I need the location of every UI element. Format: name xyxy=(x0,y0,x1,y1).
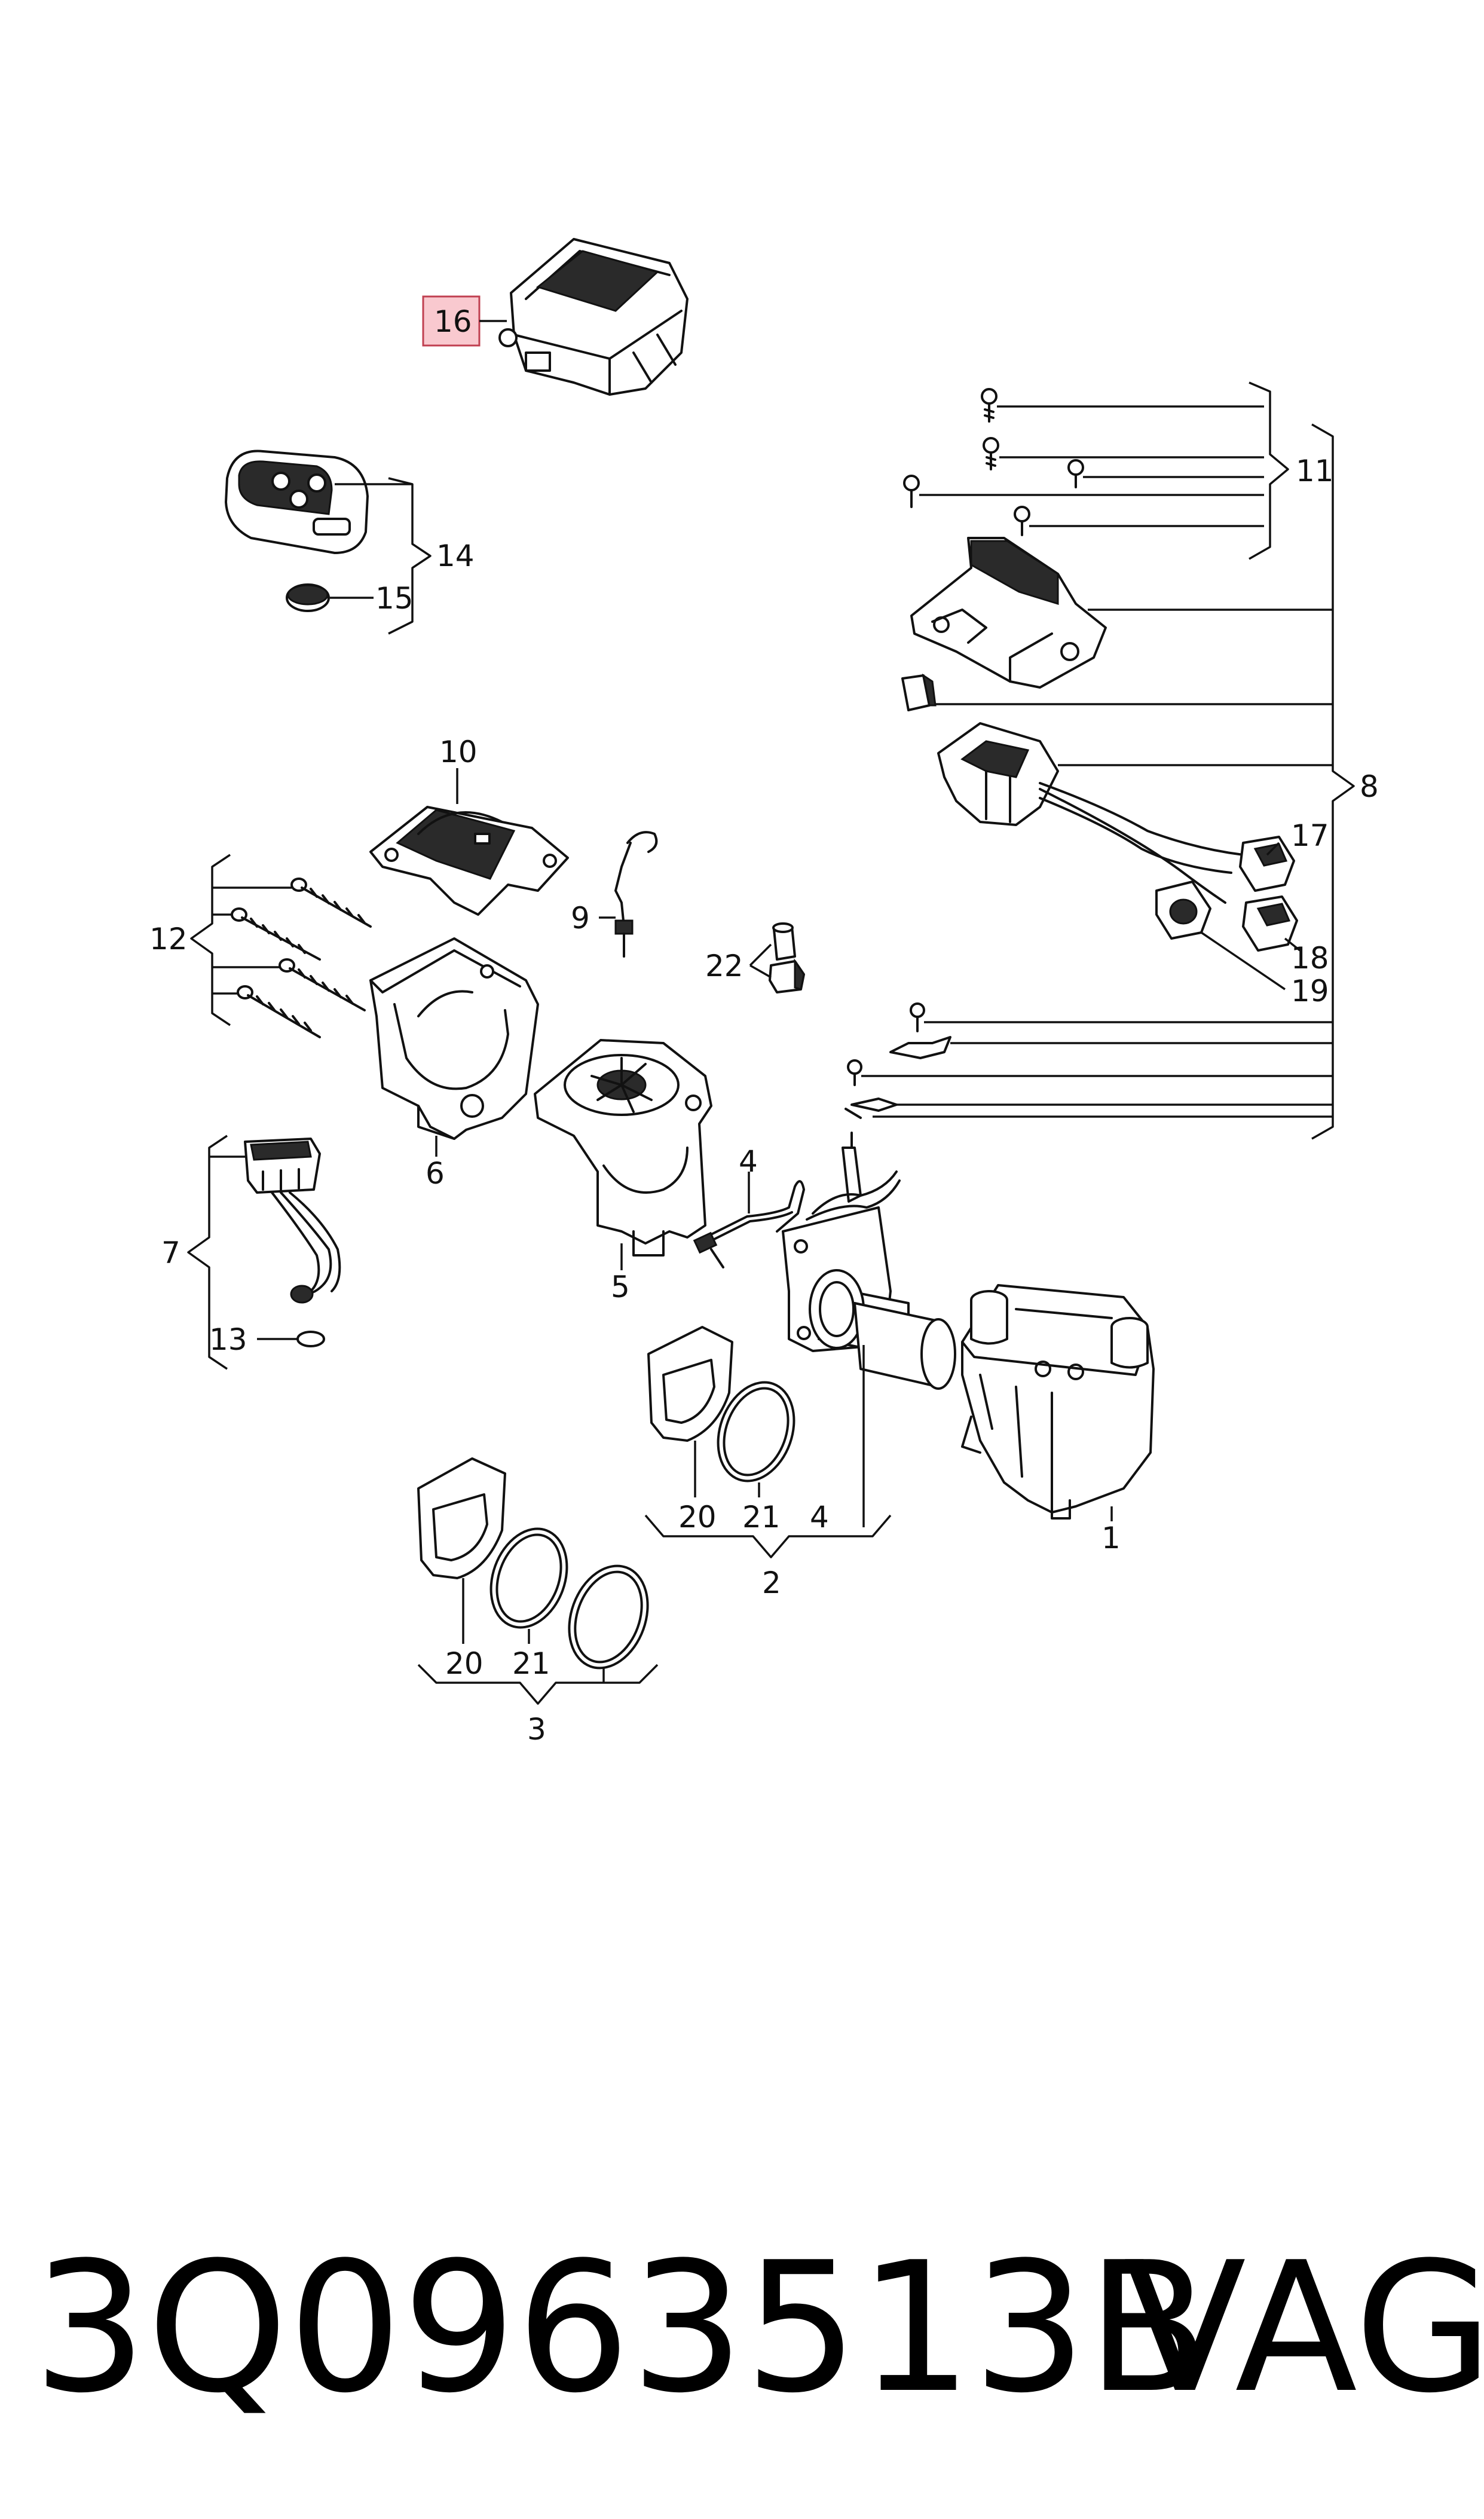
part-9-sensor[interactable] xyxy=(614,831,658,958)
callout-16-highlight xyxy=(422,295,481,347)
callout-11[interactable]: 11 xyxy=(1296,454,1334,488)
part-number: 3Q0963513B xyxy=(33,2224,1210,2432)
part-8-fuel-pump-bracket[interactable] xyxy=(910,537,1107,689)
part-oring-extra[interactable] xyxy=(556,1555,662,1679)
brace-11 xyxy=(1249,381,1289,560)
callout-2[interactable]: 2 xyxy=(762,1566,781,1600)
part-16-control-unit[interactable] xyxy=(498,238,689,396)
callout-21b[interactable]: 21 xyxy=(512,1646,550,1681)
part-8-clip[interactable] xyxy=(901,673,937,711)
callout-9[interactable]: 9 xyxy=(571,901,590,936)
callout-18[interactable]: 18 xyxy=(1291,941,1329,976)
part-8-small-screws-brackets[interactable] xyxy=(844,1002,951,1119)
callout-12[interactable]: 12 xyxy=(149,922,188,956)
part-burner-insert[interactable] xyxy=(782,1132,956,1390)
part-8-harness[interactable] xyxy=(937,722,1298,952)
part-21-oring-upper[interactable] xyxy=(705,1372,807,1492)
brace-2 xyxy=(644,1514,892,1558)
part-22-cap[interactable] xyxy=(769,922,805,993)
callout-15[interactable]: 15 xyxy=(375,581,414,616)
part-10-cover[interactable] xyxy=(369,806,569,916)
callout-6[interactable]: 6 xyxy=(426,1156,445,1191)
part-1-heat-exchanger[interactable] xyxy=(961,1284,1155,1520)
brace-3 xyxy=(417,1664,659,1705)
callout-14[interactable]: 14 xyxy=(436,539,475,573)
part-12-bolts[interactable] xyxy=(231,878,372,1038)
part-21-oring-lower[interactable] xyxy=(478,1518,580,1638)
brand-name: VAG xyxy=(1124,2224,1484,2432)
callout-8[interactable]: 8 xyxy=(1360,769,1379,804)
callout-17[interactable]: 17 xyxy=(1291,818,1329,853)
part-14-remote-fob[interactable] xyxy=(225,450,369,554)
brace-12 xyxy=(190,854,231,1026)
callout-20a[interactable]: 20 xyxy=(678,1500,717,1534)
callout-10[interactable]: 10 xyxy=(439,735,478,769)
callout-5[interactable]: 5 xyxy=(611,1270,630,1304)
callout-21a[interactable]: 21 xyxy=(742,1500,781,1534)
part-17-connector[interactable] xyxy=(1239,836,1295,892)
part-13-o-ring[interactable] xyxy=(296,1331,325,1347)
part-19-connector[interactable] xyxy=(1155,881,1211,940)
part-11-screws[interactable] xyxy=(903,388,1084,536)
callout-19[interactable]: 19 xyxy=(1291,974,1329,1008)
part-20-gasket-lower[interactable] xyxy=(417,1457,506,1579)
callout-4a[interactable]: 4 xyxy=(739,1144,758,1179)
part-18-connector[interactable] xyxy=(1242,895,1298,952)
part-20-gasket-upper[interactable] xyxy=(647,1326,733,1442)
part-4-wire-sensor[interactable] xyxy=(693,1180,805,1268)
callout-20b[interactable]: 20 xyxy=(445,1646,484,1681)
part-6-housing[interactable] xyxy=(369,937,539,1140)
callout-3[interactable]: 3 xyxy=(527,1712,546,1747)
callout-22[interactable]: 22 xyxy=(705,949,743,983)
brace-8 xyxy=(1311,423,1355,1140)
callout-4b[interactable]: 4 xyxy=(810,1500,829,1534)
callout-1[interactable]: 1 xyxy=(1101,1521,1121,1555)
part-7-connector-cable[interactable] xyxy=(244,1138,341,1304)
callout-7[interactable]: 7 xyxy=(161,1236,180,1270)
callout-16[interactable]: 16 xyxy=(434,304,472,339)
callout-13[interactable]: 13 xyxy=(209,1322,247,1357)
part-15-coin-battery[interactable] xyxy=(286,583,330,612)
brace-7 xyxy=(187,1135,228,1370)
part-5-blower[interactable] xyxy=(534,1039,712,1257)
